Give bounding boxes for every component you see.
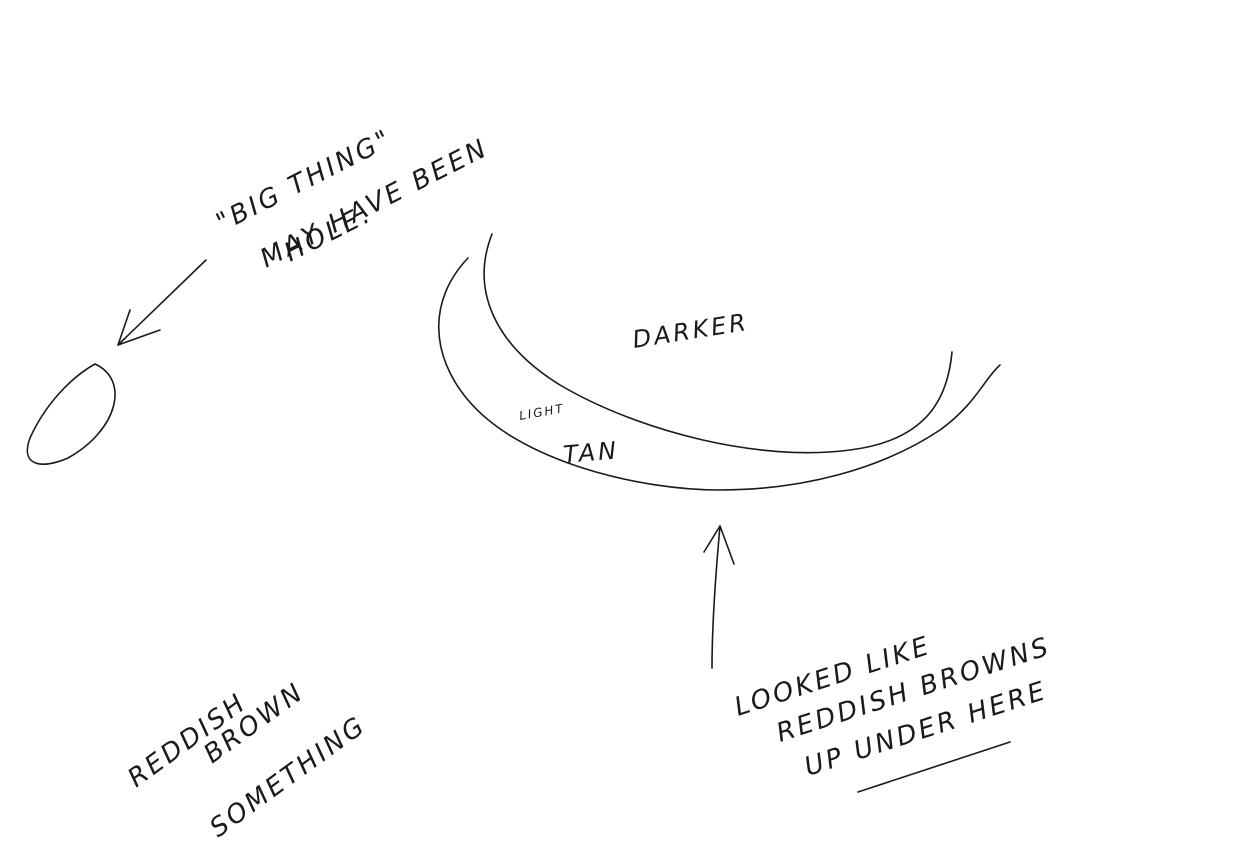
outer-crescent — [439, 258, 1000, 490]
light-label: LIGHT — [518, 401, 566, 423]
hole-outline — [27, 364, 115, 464]
edge-arrow — [704, 526, 734, 668]
top-note: "BIG THING" MAY HAVE BEEN HOLE. — [212, 124, 494, 275]
bottom-left-note: REDDISH BROWN SOMETHING — [122, 677, 372, 844]
inner-crescent — [484, 234, 952, 453]
crater-outline — [439, 234, 1000, 490]
bottom-right-note: LOOKED LIKE REDDISH BROWNS UP UNDER HERE — [731, 631, 1055, 792]
tan-label: TAN — [562, 436, 620, 469]
hole-arrow — [118, 260, 206, 345]
top-note-line-3: HOLE. — [280, 199, 378, 268]
darker-label: DARKER — [631, 308, 751, 354]
